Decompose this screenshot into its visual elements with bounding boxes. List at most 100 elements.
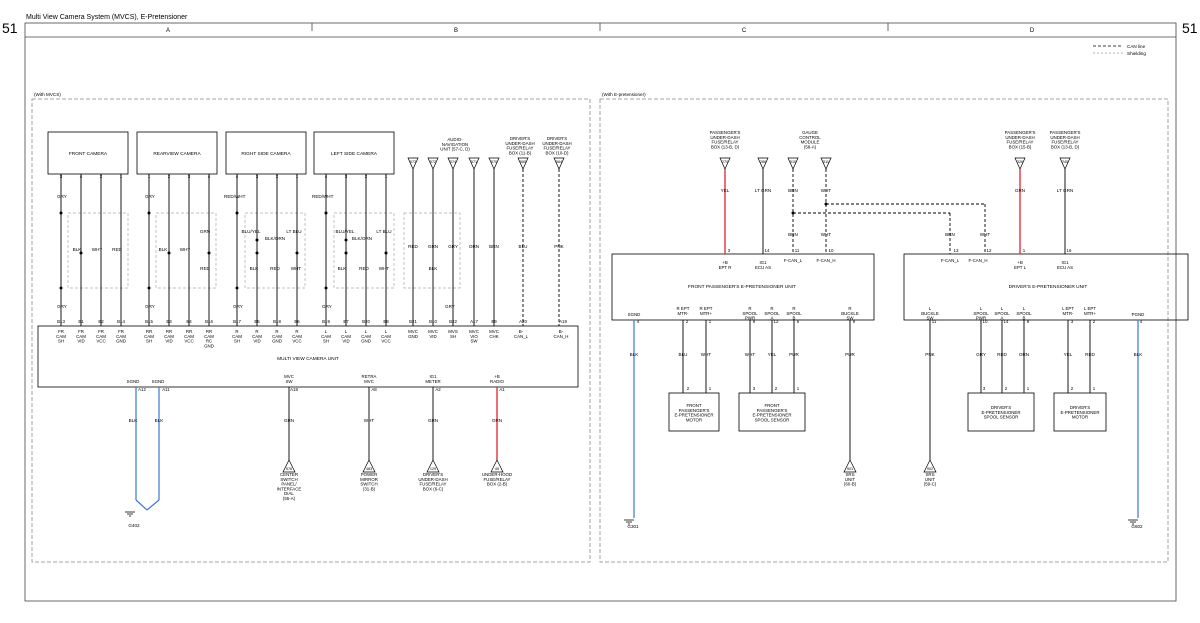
connector-r129 xyxy=(426,459,440,473)
pin-fs2: 2 xyxy=(775,386,778,391)
signal-s12-line: R xyxy=(295,329,298,334)
signal-s6-line: RR xyxy=(166,329,172,334)
signal-s25: SGND xyxy=(152,379,165,384)
wire-color-w44: LT GRN xyxy=(755,188,771,193)
wire-color-w64: YEL xyxy=(1064,352,1073,357)
signal-s5-line: SH xyxy=(146,339,152,344)
wire-color-w30: BLU xyxy=(519,244,528,249)
ref-label-l_901-line: (60-B) xyxy=(844,482,857,487)
camera-front-box xyxy=(47,131,129,175)
legend-can-label: CAN line xyxy=(1127,44,1146,49)
camera-left-side-box xyxy=(313,131,395,175)
signal-s14-line: VID xyxy=(342,339,349,344)
pin-d2: 2 xyxy=(1093,319,1096,324)
ref-label-l_pass1-line: BOX (13-B, D) xyxy=(711,144,740,149)
signal-s24: SGND xyxy=(127,379,140,384)
fp-motor-label-line: MOTOR xyxy=(686,417,702,422)
connector-r572 xyxy=(427,157,439,170)
connector-r570-number: 570 xyxy=(491,160,497,164)
signal-s43-line: +B xyxy=(1017,260,1023,265)
pin-d4: 4 xyxy=(1140,319,1143,324)
fp-motor-label-line: FRONT xyxy=(686,403,701,408)
signal-s18-line: MVC xyxy=(428,329,438,334)
signal-s12-line: VCC xyxy=(292,339,301,344)
pin-fs3: 3 xyxy=(753,386,756,391)
pin-fp6: 6 xyxy=(797,319,800,324)
signal-s44-line: ECU AS xyxy=(1057,265,1073,270)
ground-g301-label: G301 xyxy=(627,524,639,529)
signal-s40-line: BUCKLE xyxy=(841,311,859,316)
pin-a19: A19 xyxy=(559,319,567,324)
connector-511 xyxy=(820,157,832,170)
signal-s44-line: IG1 xyxy=(1061,260,1069,265)
signal-s20-line: VIO xyxy=(470,334,478,339)
fp-sensor-label-line: E-PRETENSIONER xyxy=(752,413,791,418)
signal-s43-line: EPT L xyxy=(1014,265,1027,270)
wire-color-w8: GRN xyxy=(200,229,210,234)
pin-b3: B3 xyxy=(166,319,172,324)
wire-color-w23: WHT xyxy=(379,266,390,271)
signal-s1-line: SH xyxy=(58,339,64,344)
signal-s49-line: L EPT xyxy=(1062,306,1074,311)
page-number-left: 51 xyxy=(2,20,18,36)
ref-label-l_902-line: UNIT xyxy=(925,477,936,482)
fp-unit-label: FRONT PASSENGER'S E-PRETENSIONER UNIT xyxy=(688,284,796,290)
pin-b21: B21 xyxy=(409,319,417,324)
ref-label-l_drv11b-line: DRIVER'S xyxy=(510,136,530,141)
splice-point xyxy=(344,238,348,242)
signal-s9-line: R xyxy=(235,329,238,334)
camera-left-side-label: LEFT SIDE CAMERA xyxy=(331,151,378,157)
pin-b15: B15 xyxy=(145,319,153,324)
signal-s40-line: R xyxy=(848,306,851,311)
signal-s33: F-CAN_H xyxy=(816,258,835,263)
signal-s45-line: L xyxy=(929,306,932,311)
ref-label-l_audio-line: UNIT (57-C, D) xyxy=(440,147,470,152)
wire-color-w12: BLK/ORN xyxy=(265,236,285,241)
wire-color-w14: BLK xyxy=(250,266,260,271)
wire-color-w29: BRN xyxy=(489,244,499,249)
splice-point xyxy=(255,238,259,242)
ref-label-l_49-line: BOX (2-B) xyxy=(487,482,508,487)
ref-label-l_gauge-line: CONTROL xyxy=(799,135,821,140)
fp-sensor-label-line: SPOOL SENSOR xyxy=(755,417,790,422)
signal-s27-line: MVC xyxy=(364,379,374,384)
ref-label-l_pass2-line: BOX (15-B) xyxy=(1009,144,1032,149)
signal-s4-line: CAM xyxy=(116,334,126,339)
fp-motor-box xyxy=(668,392,720,432)
d-sensor-label-line: SPOOL SENSOR xyxy=(984,415,1019,420)
wire-color-w56: WHT xyxy=(745,352,756,357)
pin-a18: A18 xyxy=(290,387,298,392)
ref-label-l_audio-line: AUDIO- xyxy=(447,137,463,142)
wire-color-w52: LT GRN xyxy=(1057,188,1073,193)
pin-b18: B18 xyxy=(273,319,281,324)
connector-r270 xyxy=(719,157,731,170)
wire-color-w63: ORN xyxy=(1019,352,1029,357)
wire-color-w60: PNK xyxy=(925,352,935,357)
wire-color-w1: GRY xyxy=(57,194,67,199)
signal-s9-line: SH xyxy=(234,339,240,344)
signal-s22-line: B- xyxy=(519,329,524,334)
wire-color-w13: LT BLU xyxy=(286,229,301,234)
pin-a1: A1 xyxy=(499,387,505,392)
pin-fp8: 8 xyxy=(753,319,756,324)
pin-fp12: 12 xyxy=(774,319,779,324)
signal-s14-line: L xyxy=(345,329,348,334)
signal-s37-line: R xyxy=(748,306,751,311)
